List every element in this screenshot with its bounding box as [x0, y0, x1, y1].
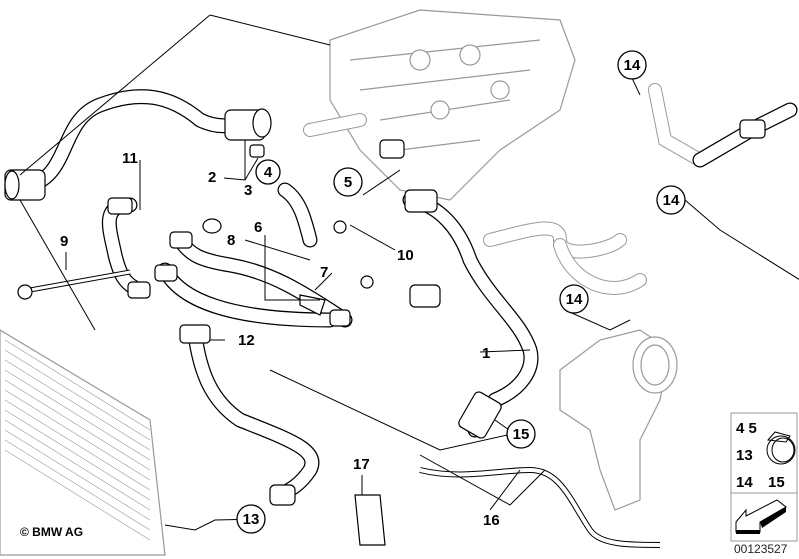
label-13: 13 — [243, 511, 260, 528]
label-11: 11 — [122, 150, 138, 167]
label-3: 3 — [244, 182, 252, 199]
legend-row3b: 15 — [768, 474, 785, 491]
label-4: 4 — [264, 164, 273, 181]
label-14-right: 14 — [663, 192, 680, 209]
label-12: 12 — [238, 332, 255, 349]
label-17: 17 — [353, 456, 370, 473]
label-16: 16 — [483, 512, 500, 529]
throttle-housing — [559, 329, 678, 511]
label-5: 5 — [344, 174, 352, 191]
label-6: 6 — [254, 219, 262, 236]
ghost-hoses — [483, 83, 707, 295]
label-14-top: 14 — [624, 57, 641, 74]
label-2: 2 — [208, 169, 216, 186]
label-9: 9 — [60, 233, 68, 250]
label-8: 8 — [227, 232, 235, 249]
label-10: 10 — [397, 247, 414, 264]
radiator — [0, 329, 166, 556]
label-1: 1 — [482, 345, 490, 362]
arrow-down-left-icon — [735, 499, 787, 534]
part-labels: 1 2 3 4 5 6 7 8 9 10 11 12 13 14 14 14 1… — [60, 50, 686, 534]
hose-clamp-icon — [766, 431, 796, 465]
label-15: 15 — [513, 426, 530, 443]
copyright: © BMW AG — [20, 525, 83, 539]
diagram-code: 00123527 — [734, 542, 788, 556]
leader-lines — [19, 14, 799, 531]
clamp-legend: 4 5 13 14 15 — [730, 412, 798, 542]
legend-row2: 13 — [736, 447, 753, 464]
legend-row3a: 14 — [736, 474, 753, 491]
label-14-middle: 14 — [566, 291, 583, 308]
label-7: 7 — [320, 264, 328, 281]
legend-row1: 4 5 — [736, 420, 757, 437]
